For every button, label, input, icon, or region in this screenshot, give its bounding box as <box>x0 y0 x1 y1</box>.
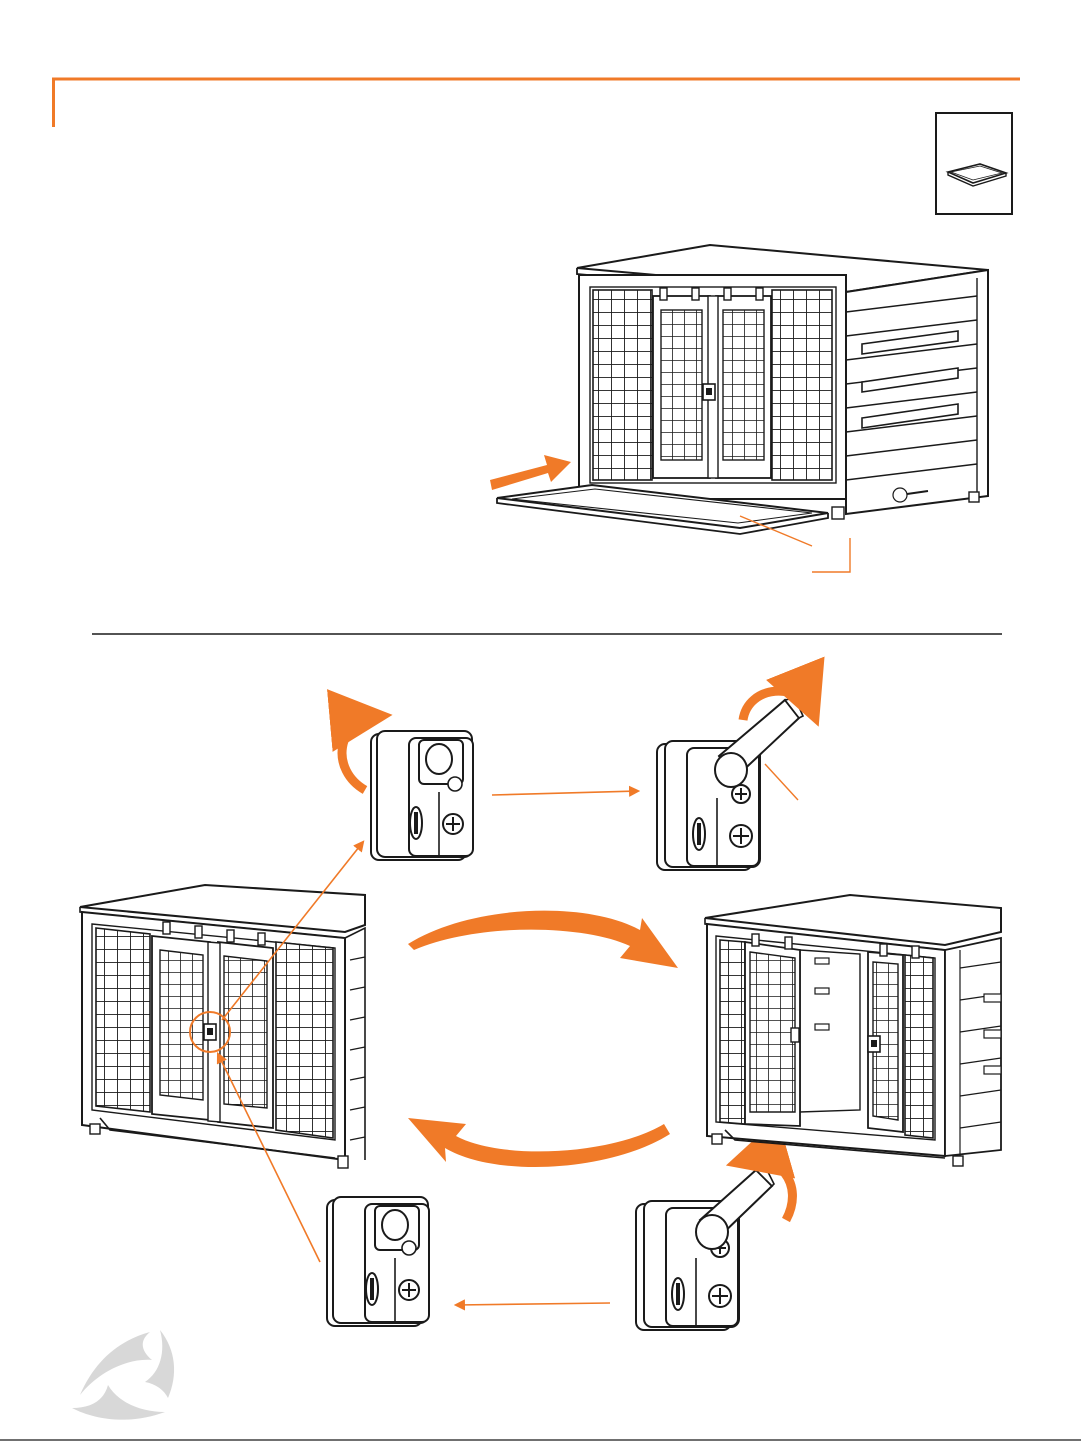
crate-with-tray <box>490 245 988 572</box>
header-frame <box>52 78 1020 127</box>
brand-swirl-logo-icon <box>72 1330 174 1420</box>
crate-doors-open <box>705 895 1001 1166</box>
insert-arrow-icon <box>490 455 571 490</box>
latch-closed-icon <box>327 1197 429 1326</box>
open-arrow-icon <box>408 911 678 968</box>
crate-doors-closed <box>80 885 365 1168</box>
latch-open-icon <box>657 698 803 870</box>
latch-closed-icon <box>371 731 473 860</box>
latch-open-icon <box>636 1168 774 1330</box>
part-box <box>936 113 1012 214</box>
close-arrow-icon <box>408 1118 670 1167</box>
